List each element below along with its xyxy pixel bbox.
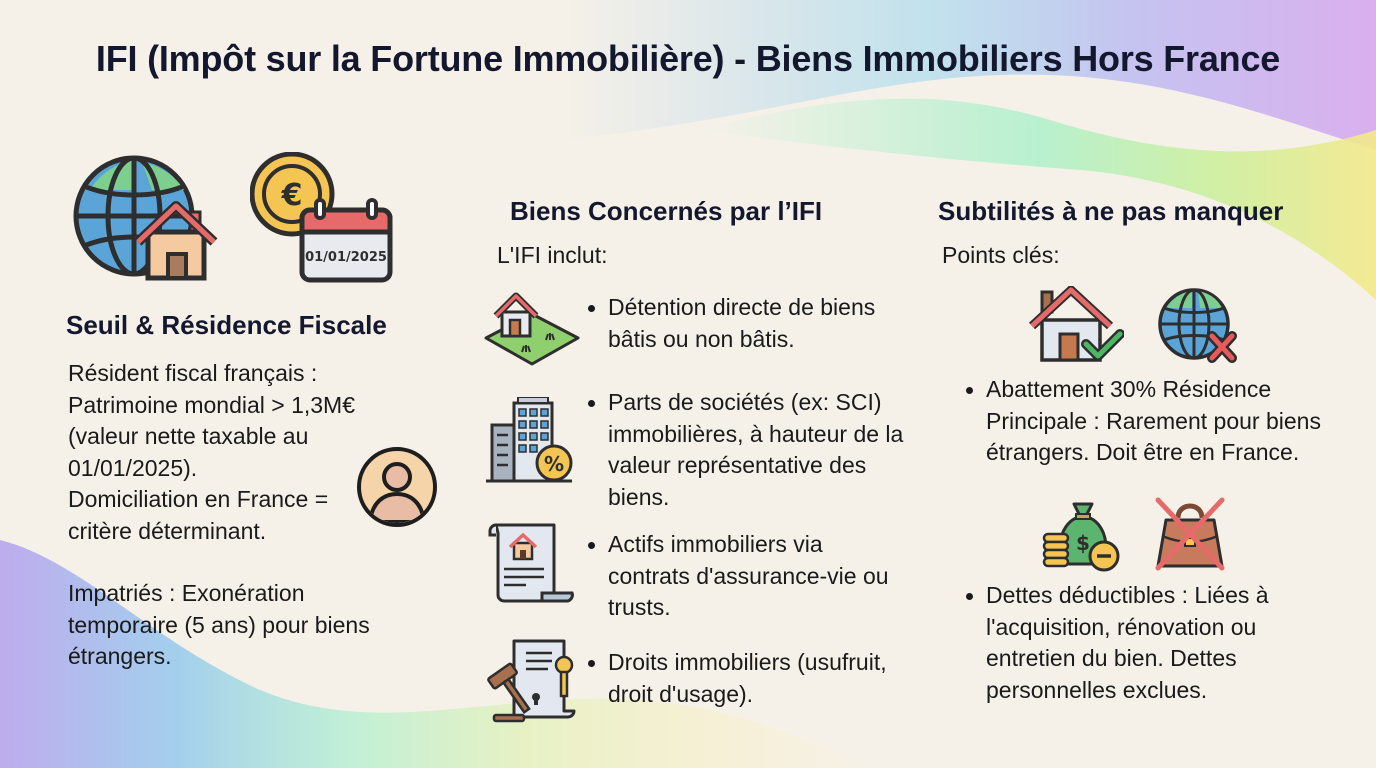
svg-text:%: % <box>544 452 564 476</box>
biens-item-text: Droits immobiliers (usufruit, droit d'us… <box>588 647 908 710</box>
biens-heading: Biens Concernés par l’IFI <box>510 196 823 226</box>
biens-item-text: Parts de sociétés (ex: SCI) immobilières… <box>588 387 908 513</box>
person-avatar-icon <box>357 447 437 527</box>
house-land-icon <box>484 292 580 366</box>
money-bag-minus-icon: $ <box>1042 502 1120 572</box>
building-percent-icon: % <box>486 397 573 483</box>
globe-house-icon <box>73 155 218 281</box>
house-check-icon <box>1028 286 1124 362</box>
seuil-heading: Seuil & Résidence Fiscale <box>66 310 387 340</box>
biens-item-text: Actifs immobiliers via contrats d'assura… <box>588 529 908 624</box>
svg-text:01/01/2025: 01/01/2025 <box>305 250 387 265</box>
page-title: IFI (Impôt sur la Fortune Immobilière) -… <box>95 38 1281 79</box>
seuil-body: Résident fiscal français : Patrimoine mo… <box>68 358 370 673</box>
seuil-paragraph-impatries: Impatriés : Exonération temporaire (5 an… <box>68 580 370 669</box>
subtilites-point: Dettes déductibles : Liées à l'acquisiti… <box>966 580 1346 706</box>
globe-cross-icon <box>1158 288 1237 363</box>
svg-text:$: $ <box>1076 531 1090 555</box>
subtilites-heading: Subtilités à ne pas manquer <box>938 196 1284 226</box>
gavel-deed-key-icon <box>487 639 576 723</box>
subtilites-intro: Points clés: <box>942 242 1060 268</box>
euro-coin-calendar-icon: € 01/01/2025 <box>250 152 393 283</box>
handbag-crossed-icon <box>1155 497 1225 571</box>
house-document-scroll-icon <box>488 523 574 603</box>
seuil-paragraph-residence: Résident fiscal français : Patrimoine mo… <box>68 360 356 544</box>
seuil-icons: € 01/01/2025 <box>72 150 412 290</box>
biens-item-text: Détention directe de biens bâtis ou non … <box>588 292 908 355</box>
biens-intro: L'IFI inclut: <box>497 242 608 268</box>
svg-text:€: € <box>281 178 303 213</box>
subtilites-point: Abattement 30% Résidence Principale : Ra… <box>966 374 1346 469</box>
